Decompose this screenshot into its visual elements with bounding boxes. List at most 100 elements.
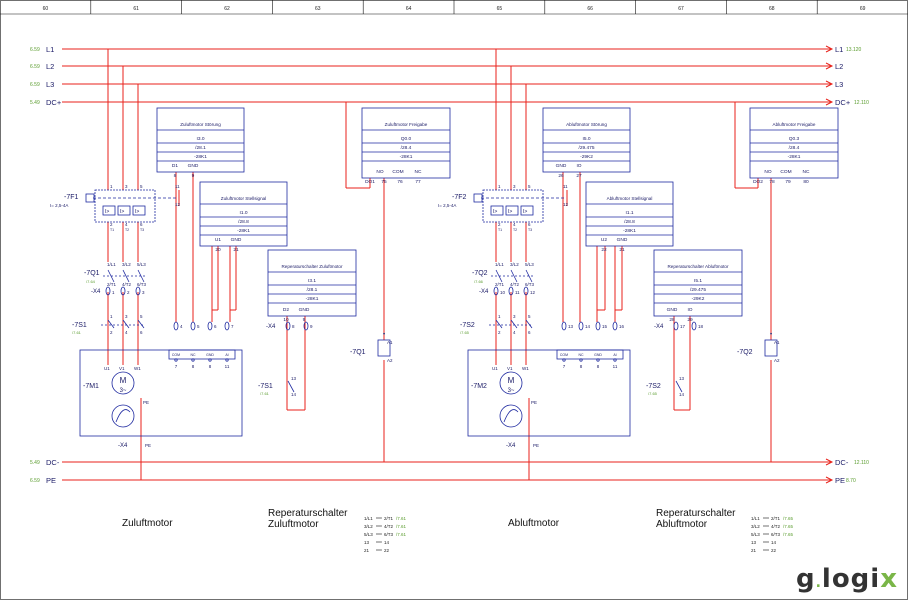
contact-ref: /7.61 [396, 516, 407, 521]
rs-switch-ref: /7.61 [260, 391, 270, 396]
module-pin: IO [687, 307, 692, 313]
contact-to: 14 [384, 540, 390, 545]
signal-terminal-icon [595, 321, 601, 331]
signal-terminal-icon [207, 321, 213, 331]
rs-contact: 14 [291, 392, 297, 397]
rs-contact-icon [675, 380, 683, 393]
rail-arrow [825, 98, 834, 106]
module-line: I1.1 [625, 210, 633, 216]
rail-name-right: DC+ [835, 98, 851, 107]
signal-num: 11 [225, 364, 230, 369]
contact-to: 2/T1 [384, 516, 394, 521]
switch-pin-top: 1 [110, 314, 113, 319]
module-pin-num: 21 [619, 247, 625, 253]
terminal-label: -X4 [479, 289, 489, 295]
fuse-element-icon [132, 205, 146, 216]
module-line: -29K2 [692, 296, 705, 302]
signal-sub: COM [560, 353, 568, 357]
module-pin-num: 76 [397, 179, 403, 185]
signal-num: 11 [613, 364, 618, 369]
plc-module: Reperaturschalter ZuluftmotorI3.1/28.1-2… [267, 249, 357, 323]
signal-num: 8 [192, 364, 195, 369]
rail-name-right: L1 [835, 45, 843, 54]
switch-contact-icon [510, 319, 518, 329]
signal-terminal-icon [173, 321, 179, 331]
contactor-pin-bot: 6/T3 [525, 282, 535, 287]
rail-name-left: L3 [46, 80, 54, 89]
module-title: Abluftmotor Störung [566, 122, 607, 127]
rail-ref-left: 6.59 [30, 82, 40, 88]
module-title: Abluftmotor Stellsignal [607, 196, 653, 201]
module-pin: NC [803, 169, 810, 175]
module-title: Zuluftmotor Störung [180, 122, 221, 127]
motor-terminal: V1 [507, 366, 513, 371]
column-number: 62 [224, 6, 230, 12]
fuse-element-icon [490, 205, 504, 216]
rail-name-left: PE [46, 476, 56, 485]
module-pin-num: 8 [174, 173, 177, 179]
contactor-pin-bot: 4/T2 [510, 282, 520, 287]
motor-label: -7M1 [83, 383, 99, 390]
rs-terminal-icon [691, 321, 697, 331]
motor-terminal: W1 [522, 366, 529, 371]
coil-dot: • [383, 332, 385, 338]
fuse-handle-icon [85, 193, 95, 203]
switch-ref: /7.65 [460, 330, 470, 335]
fuse-pin-bot: 4 [513, 222, 516, 227]
fuse-trip-icon: I> [135, 209, 139, 215]
contactor-pin-top: 3/L2 [510, 262, 519, 267]
motor-pe: PE [143, 400, 149, 405]
module-line: -28K1 [306, 296, 319, 302]
signal-terminal-icon [561, 321, 567, 331]
signal-terminal-number: 13 [568, 324, 574, 329]
fuse-element-icon [117, 205, 131, 216]
rail-ref-right: 8.70 [846, 478, 856, 484]
module-title: Zuluftmotor Freigabe [385, 122, 428, 127]
rs-terminal-icon [673, 321, 679, 331]
contact-from: 13 [364, 540, 370, 545]
contact-to: 14 [771, 540, 777, 545]
module-pin: GND [617, 237, 628, 243]
signal-num: 8 [209, 364, 212, 369]
fuse-pin-top: 3 [513, 184, 516, 189]
module-pin: U2 [601, 237, 607, 243]
switch-pin-bot: 2 [498, 330, 501, 335]
fan-blade-icon [503, 409, 519, 423]
reper1-title: Reperaturschalter Zuluftmotor [268, 508, 348, 530]
module-pin: GND [188, 163, 199, 169]
reper2-title: Reperaturschalter Abluftmotor [656, 508, 736, 530]
switch-pin-bot: 2 [110, 330, 113, 335]
fuse-pin-sub: T1 [110, 228, 114, 232]
rail-name-left: DC+ [46, 98, 62, 107]
terminal-number: 12 [530, 290, 536, 295]
module-line: /28.8 [238, 219, 249, 225]
rail-name-right: DC- [835, 458, 849, 467]
column-number: 69 [860, 6, 866, 12]
module-pin-num: DO2 [753, 179, 763, 185]
rs-terminal-number: 18 [698, 324, 704, 329]
contact-to: 2/T1 [771, 516, 781, 521]
rs-terminal-label: -X4 [266, 324, 276, 330]
contact-icon [510, 269, 518, 283]
module-pin-num: 26 [558, 173, 564, 179]
fuse-pin-sub: T2 [513, 228, 517, 232]
module-pin-num: 75 [381, 179, 387, 185]
fuse-pin-top: 5 [140, 184, 143, 189]
fuse-trip-icon: I> [105, 209, 109, 215]
motor-phase: 3~ [508, 388, 515, 394]
contact-to: 6/T3 [384, 532, 394, 537]
contact-to: 4/T2 [384, 524, 394, 529]
module-pin: GND [667, 307, 678, 313]
rail-ref-right: 12.110 [854, 460, 869, 466]
switch-pin-top: 5 [528, 314, 531, 319]
motor-phase: 3~ [120, 388, 127, 394]
rail-arrow [825, 80, 834, 88]
module-pin-num: 20 [215, 247, 221, 253]
fuse-aux-pin: 11 [563, 184, 568, 189]
